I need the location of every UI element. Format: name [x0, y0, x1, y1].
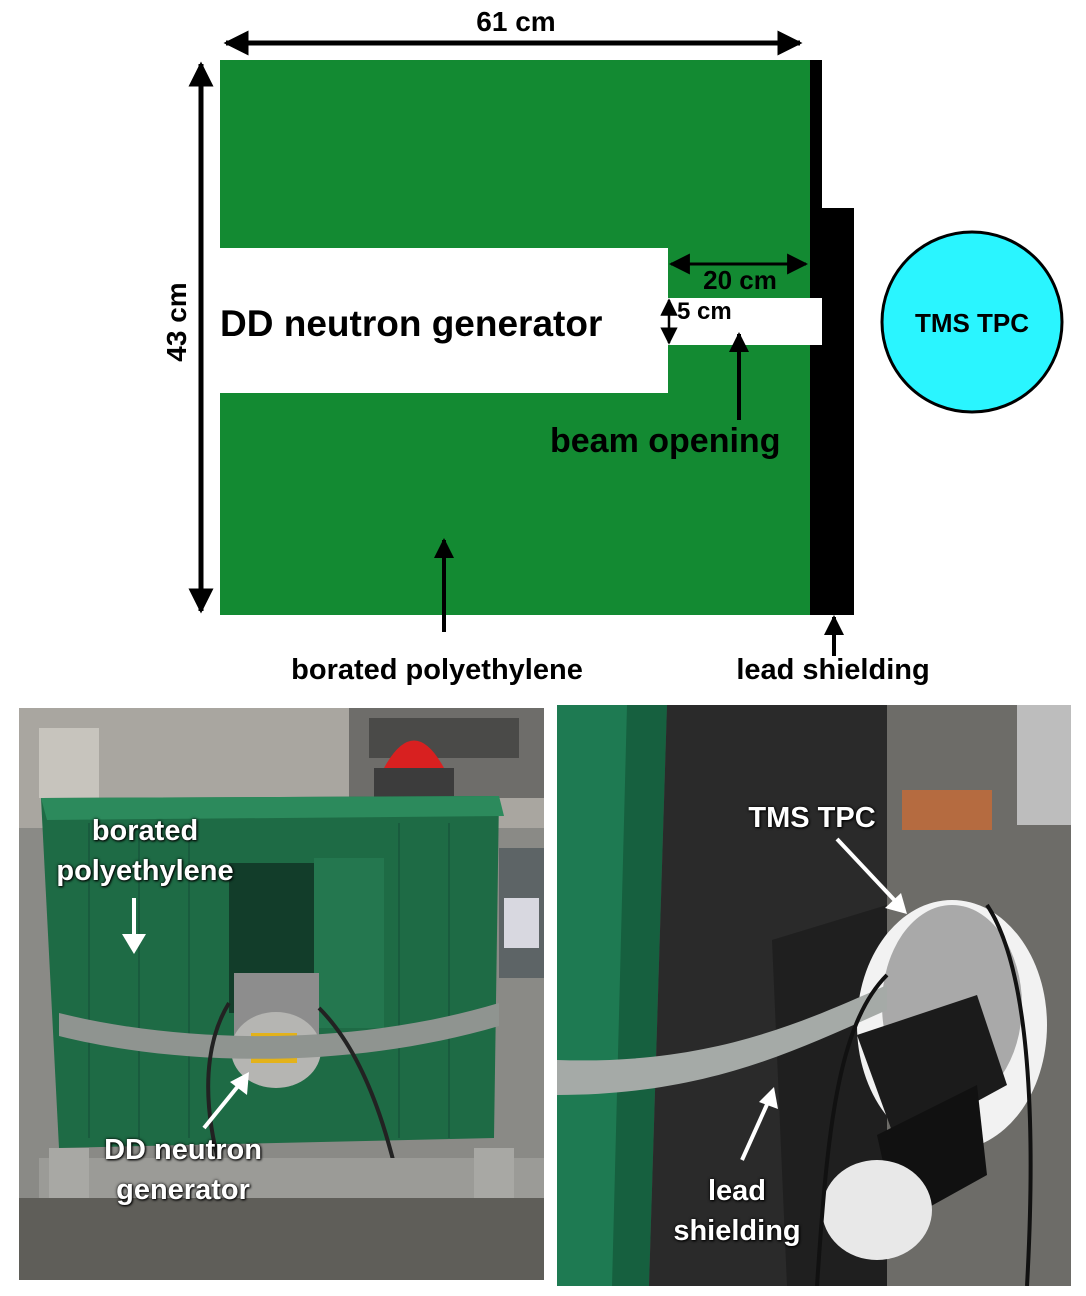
photo-tpc-illustration	[557, 705, 1071, 1286]
photo-polyethylene-label: borated polyethylene	[45, 811, 245, 891]
width-dimension-label: 61 cm	[476, 6, 555, 37]
polyethylene-label: borated polyethylene	[291, 654, 583, 686]
photo-lead-label: lead shielding	[652, 1171, 822, 1251]
photo-tpc-setup: TMS TPC lead shielding	[557, 705, 1071, 1286]
lead-shielding-thick	[822, 208, 854, 615]
photo-lead-label-line1: lead	[707, 1175, 767, 1207]
photo-generator-label-line1: DD neutron	[104, 1134, 262, 1166]
photo-generator-setup: borated polyethylene DD neutron generato…	[19, 708, 544, 1280]
height-dimension-label: 43 cm	[161, 282, 192, 361]
opening-height-label: 5 cm	[677, 298, 732, 325]
lead-shielding-label: lead shielding	[736, 654, 929, 686]
beam-opening-label: beam opening	[550, 422, 780, 460]
tpc-label: TMS TPC	[915, 308, 1029, 338]
photo-tpc-label: TMS TPC	[748, 802, 876, 834]
photo-polyethylene-label-line1: borated	[91, 815, 199, 847]
photo-polyethylene-label-line2: polyethylene	[56, 855, 234, 887]
tpc-circle	[880, 230, 1064, 414]
photo-generator-label: DD neutron generator	[83, 1130, 283, 1210]
photo-lead-label-line2: shielding	[673, 1215, 801, 1247]
shielding-schematic: TMS TPC 61 cm 43 cm 20 cm 5 cm DD neutro…	[161, 6, 1064, 686]
generator-label: DD neutron generator	[220, 303, 602, 344]
photo-generator-label-line2: generator	[116, 1174, 250, 1206]
photo-generator-illustration	[19, 708, 544, 1280]
polyethylene-block	[220, 60, 822, 615]
cavity-depth-label: 20 cm	[703, 265, 777, 295]
